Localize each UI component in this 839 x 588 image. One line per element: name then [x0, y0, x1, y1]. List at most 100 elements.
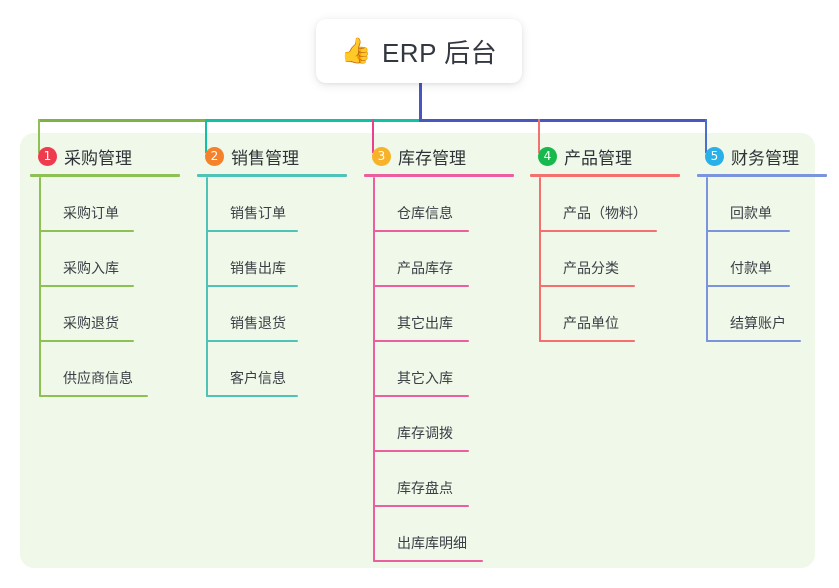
- branch-item[interactable]: 供应商信息: [39, 342, 180, 397]
- branch-item-rule: [373, 395, 469, 397]
- branch-item-label: 库存调拨: [397, 425, 453, 441]
- branch-item[interactable]: 采购入库: [39, 232, 180, 287]
- branch-item-rule: [373, 230, 469, 232]
- branch-item-label: 采购入库: [63, 260, 119, 276]
- branch-title: 采购管理: [64, 148, 132, 168]
- branch-item[interactable]: 其它入库: [373, 342, 514, 397]
- branch-item-rule: [706, 340, 801, 342]
- branch-item[interactable]: 结算账户: [706, 287, 827, 342]
- branch-item-label: 销售出库: [230, 260, 286, 276]
- branch-item[interactable]: 产品（物料）: [539, 177, 680, 232]
- branch-header-rule: [697, 174, 827, 177]
- branch-item-label: 其它入库: [397, 370, 453, 386]
- branch-column-5: 5 财务管理回款单付款单结算账户: [697, 144, 827, 342]
- branch-spine: [706, 177, 708, 342]
- trunk-bar-green: [38, 119, 205, 122]
- branch-title: 产品管理: [564, 148, 632, 168]
- branch-drop-2: [205, 119, 207, 153]
- branch-item[interactable]: 销售出库: [206, 232, 347, 287]
- branch-item-rule: [539, 285, 635, 287]
- diagram-panel: [20, 133, 815, 568]
- branch-item[interactable]: 其它出库: [373, 287, 514, 342]
- branch-header-rule: [30, 174, 180, 177]
- branch-item-label: 销售退货: [230, 315, 286, 331]
- branch-item[interactable]: 产品库存: [373, 232, 514, 287]
- branch-item[interactable]: 库存盘点: [373, 452, 514, 507]
- branch-item-label: 产品分类: [563, 260, 619, 276]
- thumbs-up-icon: 👍: [340, 36, 372, 65]
- branch-item-list: 回款单付款单结算账户: [706, 177, 827, 342]
- branch-item-label: 客户信息: [230, 370, 286, 386]
- branch-item-rule: [206, 340, 298, 342]
- branch-item[interactable]: 付款单: [706, 232, 827, 287]
- branch-item-rule: [206, 230, 298, 232]
- branch-title: 销售管理: [231, 148, 299, 168]
- branch-item[interactable]: 销售退货: [206, 287, 347, 342]
- branch-item-list: 销售订单销售出库销售退货客户信息: [206, 177, 347, 397]
- branch-item[interactable]: 采购退货: [39, 287, 180, 342]
- branch-item-label: 产品单位: [563, 315, 619, 331]
- branch-item-rule: [706, 230, 790, 232]
- branch-header-rule: [530, 174, 680, 177]
- branch-number-badge: 1: [38, 146, 57, 166]
- branch-item-list: 采购订单采购入库采购退货供应商信息: [39, 177, 180, 397]
- branch-item-rule: [39, 230, 134, 232]
- branch-item[interactable]: 库存调拨: [373, 397, 514, 452]
- branch-title: 库存管理: [398, 148, 466, 168]
- branch-item[interactable]: 客户信息: [206, 342, 347, 397]
- branch-item-rule: [373, 285, 469, 287]
- branch-header-1[interactable]: 1 采购管理: [30, 144, 180, 168]
- branch-item-label: 采购退货: [63, 315, 119, 331]
- branch-column-3: 3 库存管理仓库信息产品库存其它出库其它入库库存调拨库存盘点出库库明细: [364, 144, 514, 562]
- trunk-stem: [419, 83, 422, 122]
- branch-drop-4: [538, 119, 540, 153]
- branch-drop-5: [705, 119, 707, 153]
- branch-item[interactable]: 采购订单: [39, 177, 180, 232]
- branch-title: 财务管理: [731, 148, 799, 168]
- branch-number-badge: 4: [538, 146, 557, 166]
- branch-item-rule: [39, 395, 148, 397]
- branch-header-5[interactable]: 5 财务管理: [697, 144, 827, 168]
- branch-item-list: 产品（物料） 产品分类产品单位: [539, 177, 680, 342]
- branch-item-rule: [373, 450, 469, 452]
- branch-header-rule: [364, 174, 514, 177]
- branch-item-rule: [39, 340, 134, 342]
- branch-header-rule: [197, 174, 347, 177]
- branch-item-rule: [706, 285, 790, 287]
- branch-number-badge: 2: [205, 146, 224, 166]
- branch-item-rule: [206, 285, 298, 287]
- branch-item-rule: [373, 340, 469, 342]
- branch-item-label: 产品（物料）: [563, 205, 647, 221]
- branch-header-3[interactable]: 3 库存管理: [364, 144, 514, 168]
- branch-column-2: 2 销售管理销售订单销售出库销售退货客户信息: [197, 144, 347, 397]
- trunk-bar-teal: [205, 119, 422, 122]
- branch-item[interactable]: 销售订单: [206, 177, 347, 232]
- branch-item-label: 结算账户: [730, 315, 786, 331]
- branch-number-badge: 3: [372, 146, 391, 166]
- branch-header-4[interactable]: 4 产品管理: [530, 144, 680, 168]
- branch-spine: [206, 177, 208, 397]
- branch-item-rule: [206, 395, 298, 397]
- branch-item-label: 回款单: [730, 205, 772, 221]
- branch-item-rule: [539, 230, 657, 232]
- branch-item-label: 仓库信息: [397, 205, 453, 221]
- trunk-bar-indigo: [419, 119, 707, 122]
- branch-number-badge: 5: [705, 146, 724, 166]
- branch-column-1: 1 采购管理采购订单采购入库采购退货供应商信息: [30, 144, 180, 397]
- branch-item[interactable]: 产品单位: [539, 287, 680, 342]
- branch-item-label: 供应商信息: [63, 370, 133, 386]
- branch-spine: [373, 177, 375, 562]
- branch-item[interactable]: 产品分类: [539, 232, 680, 287]
- branch-drop-1: [38, 119, 40, 153]
- branch-item-list: 仓库信息产品库存其它出库其它入库库存调拨库存盘点出库库明细: [373, 177, 514, 562]
- branch-item-label: 其它出库: [397, 315, 453, 331]
- branch-item[interactable]: 仓库信息: [373, 177, 514, 232]
- root-node-card[interactable]: 👍 ERP 后台: [316, 19, 522, 83]
- branch-spine: [39, 177, 41, 397]
- branch-item-rule: [539, 340, 635, 342]
- root-node-title: ERP 后台: [381, 37, 498, 68]
- branch-item[interactable]: 出库库明细: [373, 507, 514, 562]
- branch-spine: [539, 177, 541, 342]
- branch-header-2[interactable]: 2 销售管理: [197, 144, 347, 168]
- branch-item[interactable]: 回款单: [706, 177, 827, 232]
